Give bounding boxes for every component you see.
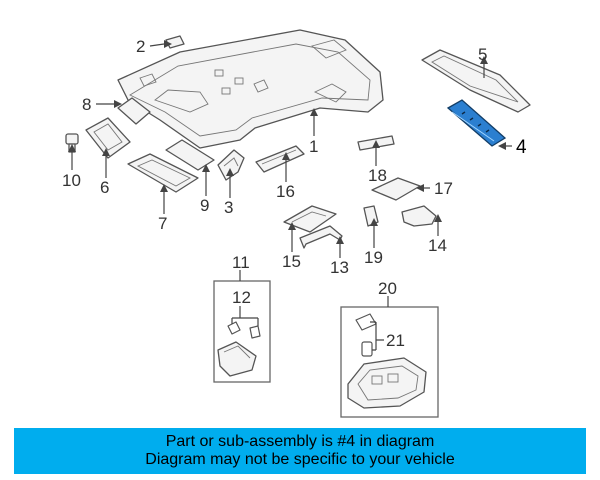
rear-panel-part — [421, 49, 531, 113]
handle-part-14 — [401, 205, 437, 227]
banner-line-1: Part or sub-assembly is #4 in diagram — [165, 433, 435, 450]
callout-2: 2 — [136, 37, 145, 56]
callout-13: 13 — [330, 258, 349, 277]
sun-visor-part-6 — [85, 117, 131, 159]
callout-19: 19 — [364, 248, 383, 267]
callout-6: 6 — [100, 178, 109, 197]
handle-strip-part-16 — [255, 145, 305, 173]
banner-line-2: Diagram may not be specific to your vehi… — [145, 451, 455, 468]
callout-9: 9 — [200, 196, 209, 215]
callout-20: 20 — [378, 279, 397, 298]
callout-14: 14 — [428, 236, 447, 255]
bulb-kit-box-11 — [213, 280, 271, 383]
visor-part-9 — [165, 139, 215, 171]
callout-15: 15 — [282, 252, 301, 271]
overhead-console-box-20 — [340, 306, 439, 418]
callout-3: 3 — [224, 198, 233, 217]
trim-strip-holes — [461, 111, 490, 133]
parts-diagram: 2 1 5 4 8 10 6 7 9 3 16 18 17 15 13 19 1… — [62, 29, 531, 418]
callout-1: 1 — [309, 137, 318, 156]
trim-strip-shape — [446, 99, 507, 147]
console-part-15 — [283, 205, 337, 233]
callout-5: 5 — [478, 45, 487, 64]
callout-11: 11 — [232, 253, 250, 272]
highlighted-trim-part-4 — [446, 99, 507, 147]
callout-17: 17 — [434, 179, 453, 198]
callout-labels: 2 1 5 4 8 10 6 7 9 3 16 18 17 15 13 19 1… — [62, 37, 527, 350]
callout-16: 16 — [276, 182, 295, 201]
headliner-part — [117, 29, 384, 149]
clip-part-2 — [165, 35, 185, 49]
grab-handle-part-13 — [299, 225, 343, 249]
callout-18: 18 — [368, 166, 387, 185]
info-banner: Part or sub-assembly is #4 in diagram Di… — [14, 428, 586, 474]
trim-strip-edge — [451, 111, 495, 142]
sun-visor-part-7 — [127, 153, 199, 193]
callout-8: 8 — [82, 95, 91, 114]
visor-pad-part-8 — [117, 97, 151, 125]
bracket-part-3 — [217, 149, 245, 181]
callout-10: 10 — [62, 171, 81, 190]
callout-12: 12 — [232, 288, 251, 307]
leader-lines — [71, 43, 512, 351]
callout-4: 4 — [516, 137, 527, 158]
callout-7: 7 — [158, 214, 167, 233]
callout-21: 21 — [386, 331, 405, 350]
arrowheads — [68, 40, 506, 244]
